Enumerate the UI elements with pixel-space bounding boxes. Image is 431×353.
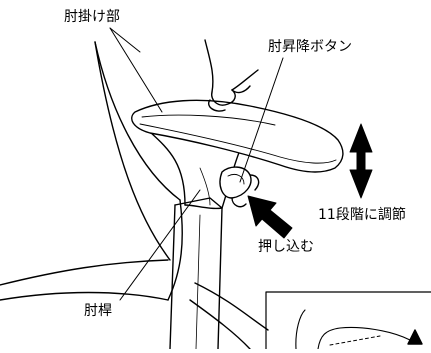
label-armrest-pad: 肘掛け部 <box>64 9 120 25</box>
leader-button <box>239 57 284 183</box>
diagonal-push-arrow-icon <box>247 195 293 239</box>
seat-outline <box>0 259 269 350</box>
leader-post <box>119 189 201 301</box>
label-adjust-steps: 11段階に調節 <box>318 207 406 223</box>
hand-icon <box>204 39 259 112</box>
inset-arrow-icon <box>407 329 423 345</box>
inset-frame <box>265 291 431 350</box>
leader-lines <box>109 27 284 301</box>
leader-armrest-1 <box>109 27 163 113</box>
label-height-button: 肘昇降ボタン <box>268 39 352 55</box>
label-push-in: 押し込む <box>258 239 314 255</box>
armrest-pad <box>131 99 344 173</box>
height-button <box>219 166 260 208</box>
label-arm-post: 肘桿 <box>84 303 112 319</box>
arm-post <box>169 197 223 350</box>
leader-armrest-2 <box>109 27 141 53</box>
up-down-arrow-icon <box>349 123 373 199</box>
